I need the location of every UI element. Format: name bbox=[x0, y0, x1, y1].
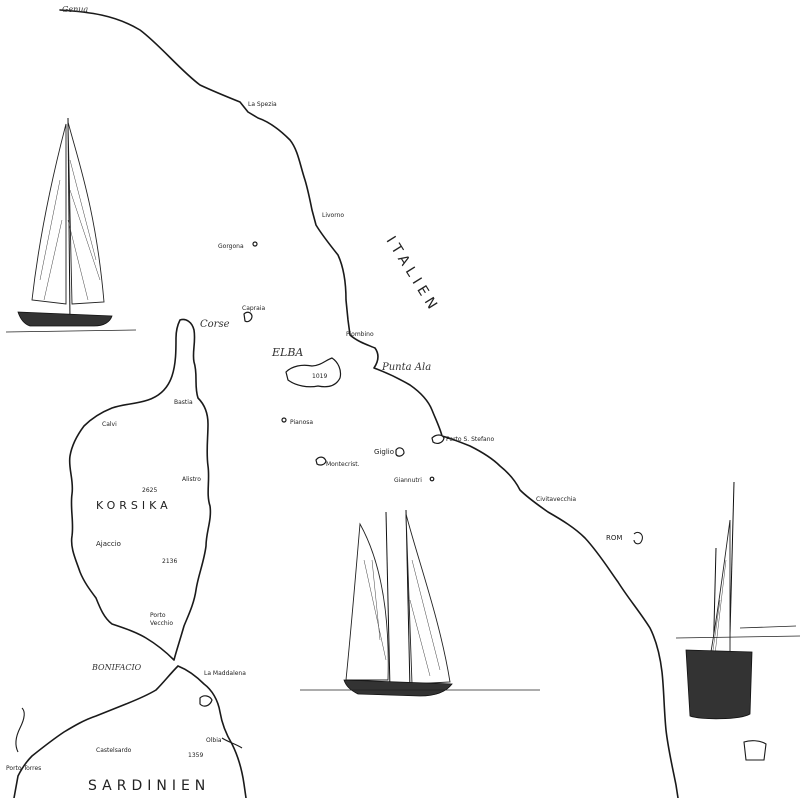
sailboat-icon bbox=[300, 509, 540, 697]
label-piombino: Piombino bbox=[346, 331, 374, 338]
label-corse: Corse bbox=[200, 319, 230, 330]
argentario-promontory bbox=[431, 434, 445, 444]
label-height-1359: 1359 bbox=[188, 752, 203, 759]
italy-coastline bbox=[59, 9, 679, 798]
label-porto-torres: Porto Torres bbox=[6, 765, 41, 772]
label-olbia: Olbia bbox=[206, 737, 222, 744]
label-ajaccio: Ajaccio bbox=[96, 540, 121, 548]
label-genua: Genua bbox=[62, 5, 88, 14]
label-bastia: Bastia bbox=[174, 399, 193, 406]
label-height-2136: 2136 bbox=[162, 558, 177, 565]
label-pianosa: Pianosa bbox=[290, 419, 313, 426]
label-elba: ELBA bbox=[271, 346, 303, 359]
capraia-island bbox=[243, 311, 253, 323]
label-castelsardo: Castelsardo bbox=[96, 747, 132, 754]
montecristo-island bbox=[315, 456, 327, 466]
label-bonifacio: BONIFACIO bbox=[91, 663, 142, 672]
sailboat-icon bbox=[5, 117, 137, 333]
olbia-coast bbox=[221, 737, 243, 749]
corsica-coastline bbox=[68, 318, 212, 661]
label-korsika: KORSIKA bbox=[96, 499, 172, 512]
asinara-island bbox=[15, 707, 25, 753]
label-alistro: Alistro bbox=[182, 476, 201, 483]
label-gorgona: Gorgona bbox=[218, 243, 244, 250]
pianosa-island bbox=[281, 417, 287, 423]
label-montecristo: Montecrist. bbox=[326, 461, 360, 468]
label-capraia: Capraia bbox=[242, 305, 265, 312]
giglio-island bbox=[395, 447, 405, 457]
label-rom: ROM bbox=[606, 534, 622, 542]
ship-icon bbox=[675, 481, 800, 761]
label-porto-s-stefano: Porto S. Stefano bbox=[446, 436, 495, 443]
gorgona-island bbox=[252, 241, 258, 247]
label-porto-vecchio-2: Vecchio bbox=[150, 620, 173, 627]
label-civitavecchia: Civitavecchia bbox=[536, 496, 576, 503]
label-la-maddalena: La Maddalena bbox=[204, 670, 246, 677]
sardinia-coastline bbox=[13, 665, 247, 798]
label-elba-height: 1019 bbox=[312, 373, 327, 380]
label-italien: ITALIEN bbox=[383, 234, 443, 317]
label-height-2625: 2625 bbox=[142, 487, 157, 494]
label-la-spezia: La Spezia bbox=[248, 101, 277, 108]
label-livorno: Livorno bbox=[322, 212, 344, 219]
label-porto-vecchio-1: Porto bbox=[150, 612, 166, 619]
rom-marker-icon bbox=[633, 531, 643, 545]
label-calvi: Calvi bbox=[102, 421, 117, 428]
label-sardinien: SARDINIEN bbox=[88, 778, 210, 794]
giannutri-island bbox=[429, 476, 435, 482]
label-punta-ala: Punta Ala bbox=[381, 362, 431, 373]
label-giannutri: Giannutri bbox=[394, 477, 422, 484]
elba-island bbox=[285, 357, 342, 388]
maddalena-islands bbox=[199, 695, 213, 707]
label-giglio: Giglio bbox=[374, 448, 394, 456]
